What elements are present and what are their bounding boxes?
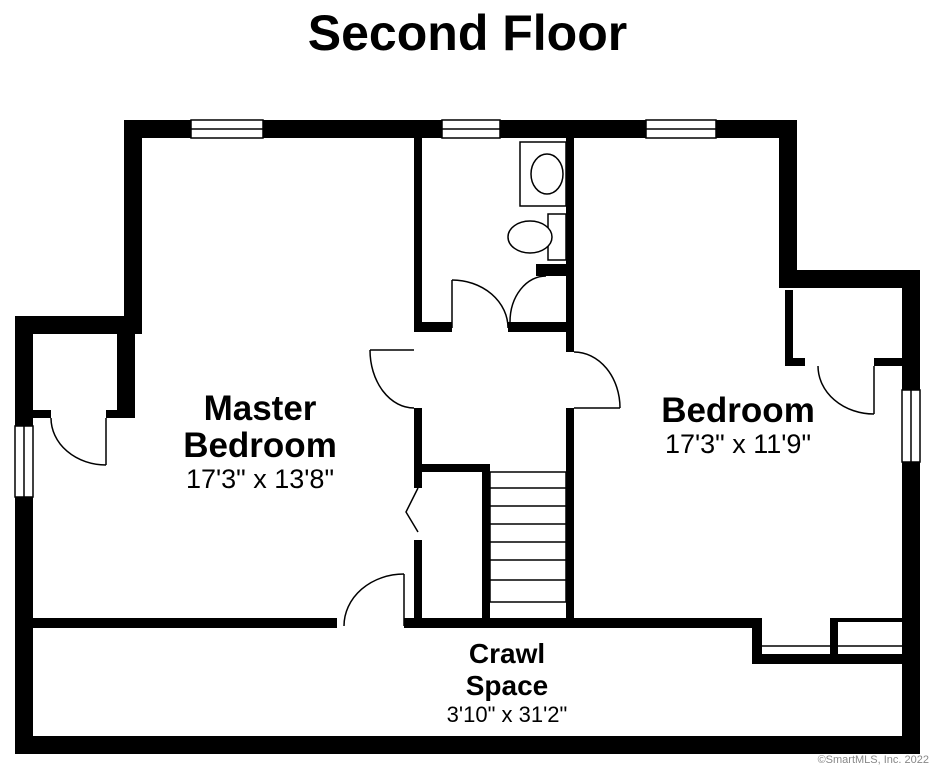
walls [15,120,920,754]
door-swing [573,351,621,409]
wall [838,618,902,622]
wall [752,618,762,664]
wall [902,270,920,390]
wall [15,316,33,426]
room-name: Bedroom [661,391,815,430]
wall [874,358,902,366]
bath-fixtures [507,141,567,261]
room-dimensions: 17'3" x 13'8" [185,464,335,494]
wall [536,264,546,276]
room-name: Master [203,389,317,428]
door-swing [451,279,509,329]
doors [50,275,875,627]
wall [508,322,566,332]
door-swing [50,417,107,466]
door-swing [343,573,405,627]
wall [106,410,135,418]
wall [33,618,337,628]
door-bifold [405,487,419,533]
wall [404,618,758,628]
wall [15,497,33,754]
wall [263,120,442,138]
wall [566,138,574,352]
door-swing [369,349,415,409]
wall [830,618,838,664]
stairs [489,471,567,603]
room-dimensions: 3'10" x 31'2" [446,702,568,727]
wall [117,334,135,414]
wall [566,408,574,622]
wall [15,316,142,334]
wall [124,120,142,316]
sink-icon [530,153,564,195]
wall [716,120,797,138]
wall [414,408,422,488]
wall [482,464,490,622]
wall [785,358,805,366]
copyright: ©SmartMLS, Inc. 2022 [817,754,929,766]
room-master-bedroom: Master Bedroom 17'3" x 13'8" [160,390,360,494]
door-swing [817,365,875,415]
wall [422,464,490,472]
windows [14,119,921,498]
room-name: Bedroom [183,426,337,465]
floor-title: Second Floor [307,5,628,61]
room-name: Crawl [468,638,546,669]
wall [414,138,422,328]
stair-box [489,471,567,603]
room-crawl-space: Crawl Space 3'10" x 31'2" [407,638,607,728]
room-bedroom: Bedroom 17'3" x 11'9" [638,392,838,459]
wall [15,736,920,754]
room-name: Space [465,670,549,701]
wall [785,290,793,358]
room-dimensions: 17'3" x 11'9" [664,429,812,459]
wall [902,462,920,754]
wall [414,540,422,622]
toilet-icon [507,220,553,254]
door-swing [509,275,547,323]
wall [33,410,51,418]
wall [779,270,920,288]
wall [414,322,452,332]
wall [752,654,902,664]
wall [500,120,646,138]
wall [779,120,797,272]
